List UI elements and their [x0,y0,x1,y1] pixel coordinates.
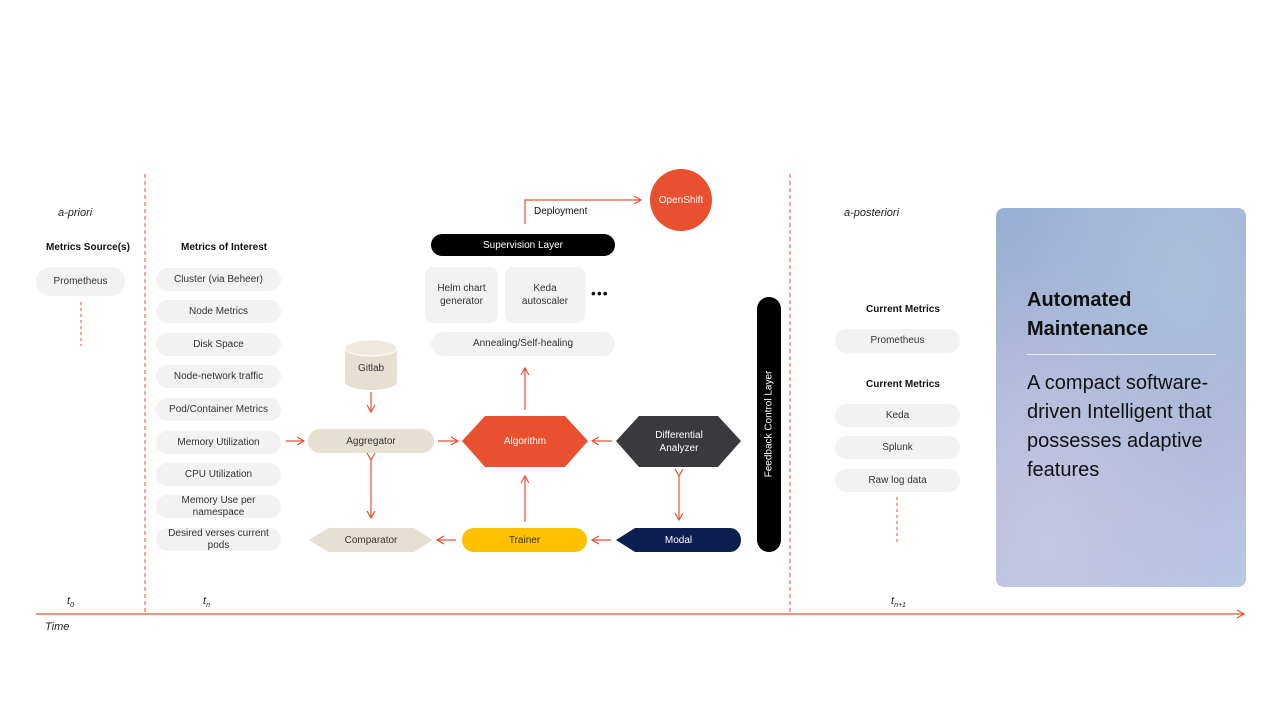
feedback-control-layer[interactable]: Feedback Control Layer [763,370,774,478]
panel-title: Automated Maintenance [1027,289,1149,340]
comparator-shape [309,528,433,552]
arrow-deployment-openshift [524,195,643,224]
trainer-node[interactable]: Trainer [508,534,541,546]
current-keda[interactable]: Keda [835,404,960,427]
interest-item-cluster[interactable]: Cluster (via Beheer) [156,268,281,291]
openshift-node[interactable]: OpenShift [658,194,704,206]
metrics-interest-heading: Metrics of Interest [181,242,268,253]
interest-item-disk-space[interactable]: Disk Space [156,333,281,356]
feedback-shape [757,297,781,552]
keda-autoscaler[interactable]: Keda autoscaler [505,267,585,323]
a-priori-label: a-priori [58,207,93,219]
current-splunk[interactable]: Splunk [835,436,960,459]
current-metrics-heading-1: Current Metrics [866,304,940,315]
algorithm-node[interactable]: Algorithm [503,436,547,447]
differential-analyzer-node[interactable]: Differential Analyzer [655,429,703,454]
interest-item-memory-utilization[interactable]: Memory Utilization [156,431,281,454]
openshift-shape [650,169,712,231]
t0-label: t0 [67,595,74,610]
gitlab-cylinder [344,339,398,390]
interest-item-pod-container[interactable]: Pod/Container Metrics [156,398,281,421]
gitlab-node[interactable]: Gitlab [357,362,385,374]
algorithm-shape [462,416,588,467]
aggregator-shape [308,429,434,453]
supervision-layer[interactable]: Supervision Layer [431,234,615,256]
tn-label: tn [203,595,210,610]
more-ellipsis-icon: ••• [591,285,609,301]
tn1-label: tn+1 [891,595,906,610]
current-metrics-heading-2: Current Metrics [866,379,940,390]
current-prometheus[interactable]: Prometheus [835,329,960,353]
differential-shape [616,416,741,467]
helm-chart-generator[interactable]: Helm chart generator [425,267,498,323]
comparator-node[interactable]: Comparator [344,534,398,546]
time-axis-label: Time [45,621,70,633]
a-posteriori-label: a-posteriori [844,207,900,219]
interest-item-node-metrics[interactable]: Node Metrics [156,300,281,323]
panel-divider [1027,354,1216,355]
modal-shape [616,528,741,552]
annealing-self-healing[interactable]: Annealing/Self-healing [431,332,615,356]
deployment-label: Deployment [534,206,588,217]
interest-item-memory-namespace[interactable]: Memory Use per namespace [156,495,281,518]
modal-node[interactable]: Modal [664,534,693,546]
metrics-source-heading: Metrics Source(s) [46,242,130,253]
panel-body: A compact software-driven Intelligent th… [1027,372,1212,481]
source-prometheus[interactable]: Prometheus [36,267,125,296]
aggregator-node[interactable]: Aggregator [346,435,396,447]
interest-item-desired-pods[interactable]: Desired verses current pods [156,528,281,551]
interest-item-cpu-utilization[interactable]: CPU Utilization [156,463,281,486]
automated-maintenance-panel: Automated Maintenance A compact software… [996,208,1246,587]
interest-item-node-network[interactable]: Node-network traffic [156,365,281,388]
current-raw-log-data[interactable]: Raw log data [835,469,960,492]
trainer-shape [462,528,587,552]
